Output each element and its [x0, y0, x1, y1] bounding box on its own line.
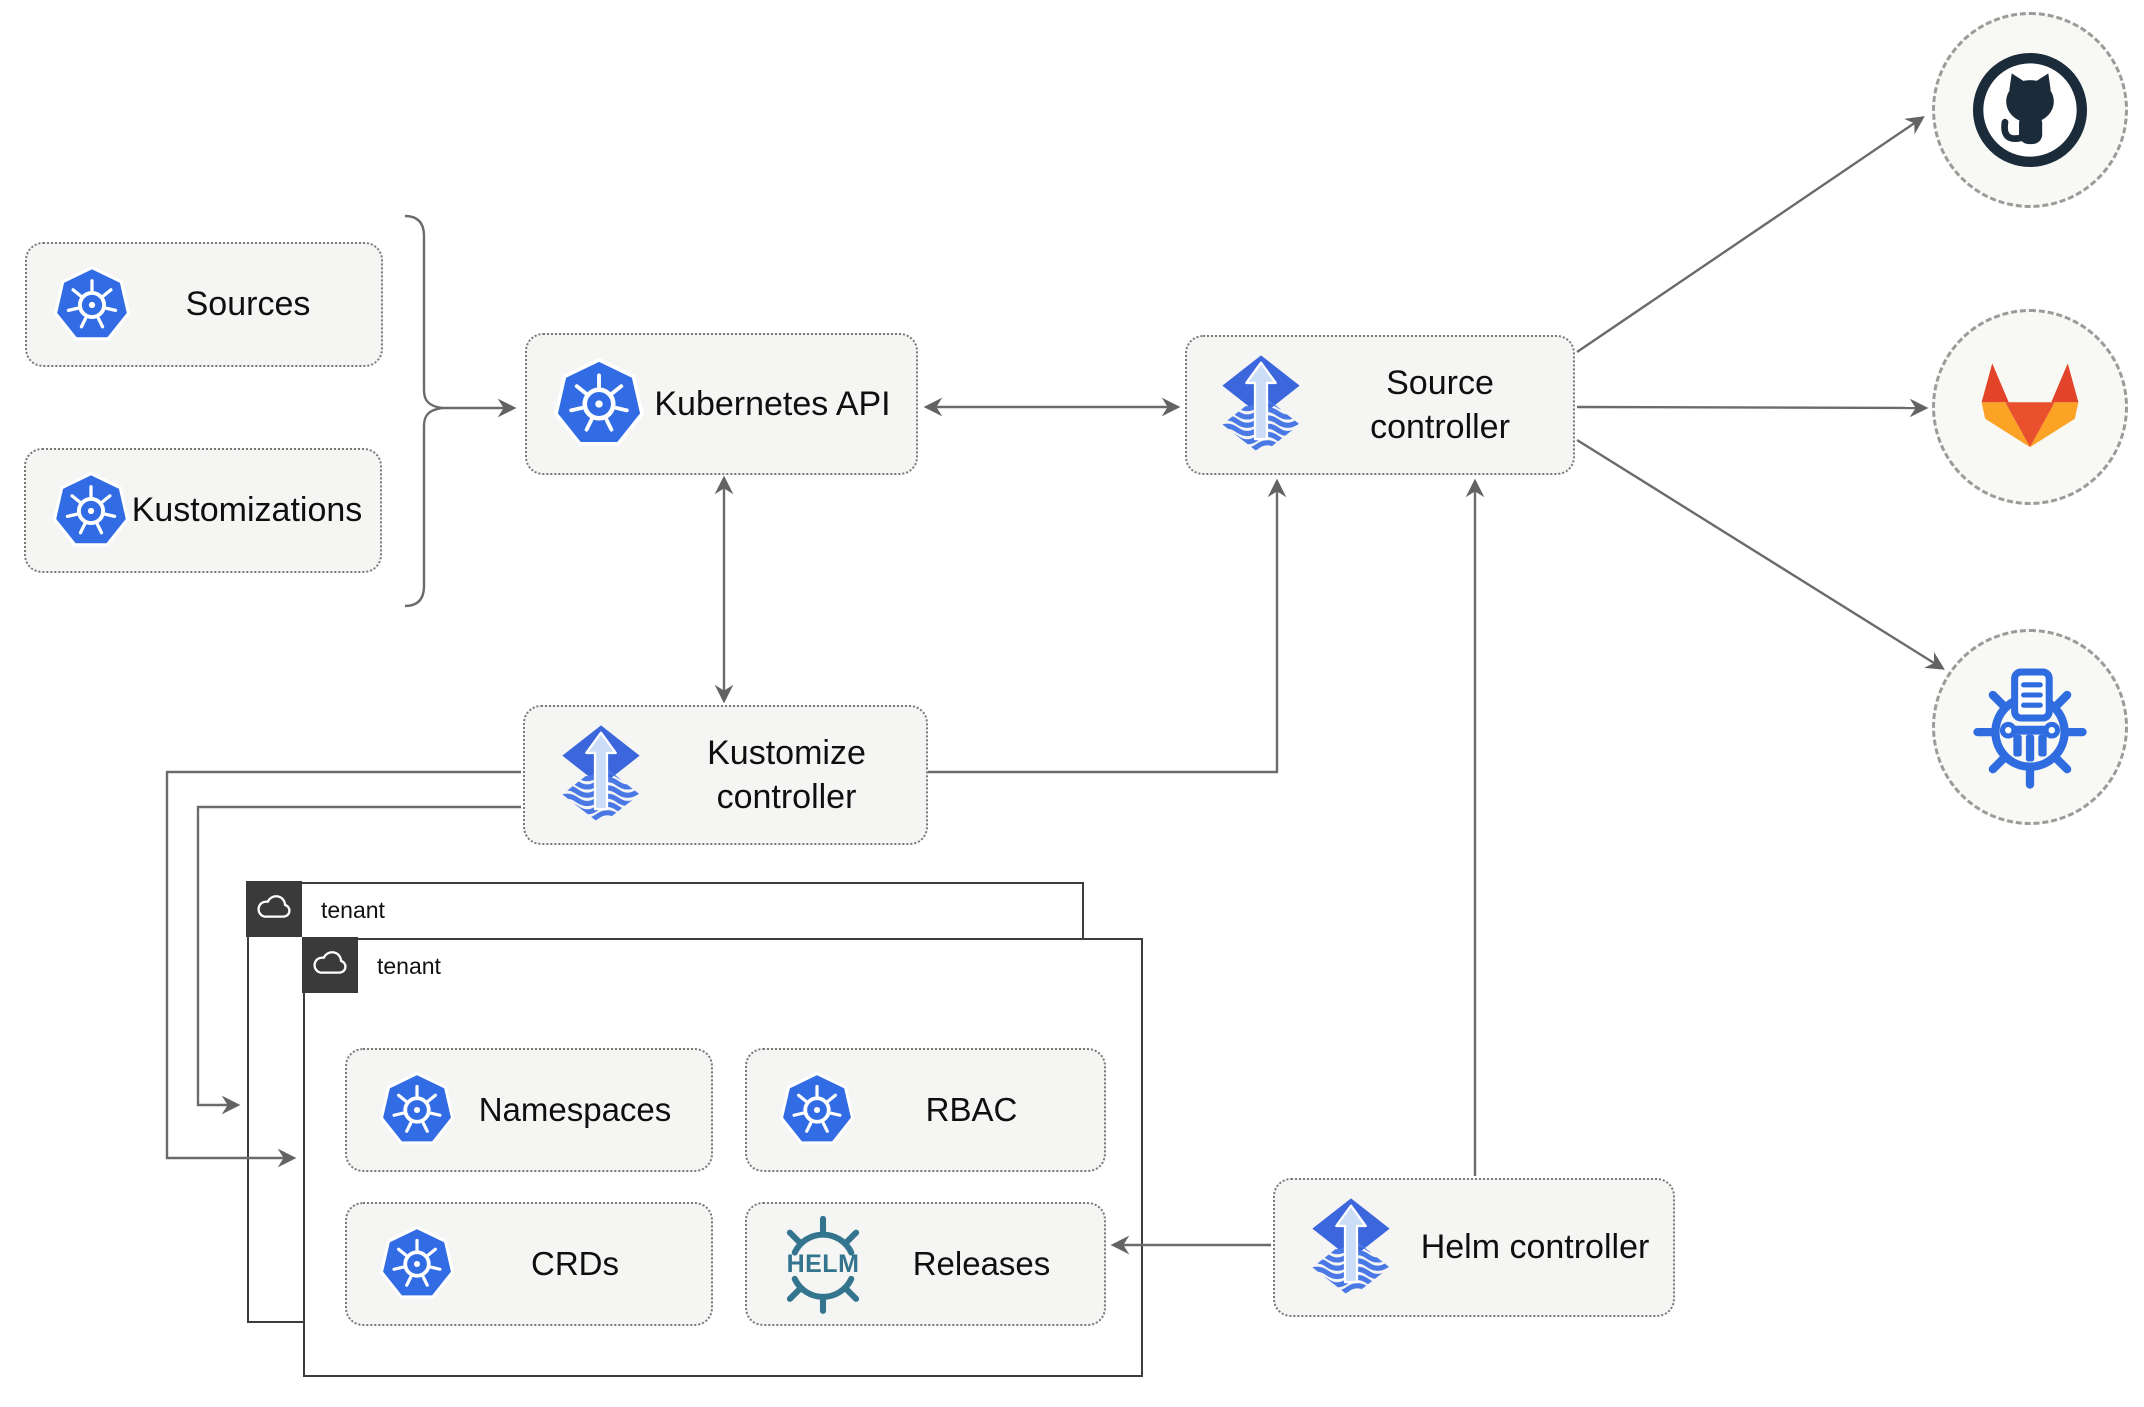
crds-node: CRDs: [345, 1202, 713, 1326]
helm-controller-node: Helm controller: [1273, 1178, 1675, 1317]
rbac-node: RBAC: [745, 1048, 1106, 1172]
kubernetes-icon: [553, 358, 645, 450]
arrow-kustomize-to-source: [928, 478, 1287, 774]
kubernetes-icon: [779, 1072, 855, 1148]
releases-label: Releases: [912, 1244, 1051, 1282]
cloud-icon: [255, 890, 293, 928]
sources-label: Sources: [185, 285, 311, 324]
helm-icon: HELM: [771, 1212, 875, 1316]
namespaces-node: Namespaces: [345, 1048, 713, 1172]
arrow-source-to-registry: [1576, 438, 1945, 670]
arrow-source-to-gitlab: [1576, 398, 1929, 418]
namespaces-label: Namespaces: [478, 1090, 672, 1128]
tenant-back-chip: [246, 881, 302, 937]
kustomize-controller-label: Kustomize controller: [707, 733, 866, 816]
gitlab-tanuki-icon: [1971, 348, 2089, 466]
arrow-source-to-github: [1576, 116, 1925, 353]
cloud-icon: [311, 946, 349, 984]
gitlab-circle: [1932, 309, 2128, 505]
kustomizations-node: Kustomizations: [24, 448, 382, 573]
tenant-front-chip: [302, 937, 358, 993]
crds-label: CRDs: [531, 1244, 619, 1282]
kubernetes-icon: [52, 472, 130, 550]
releases-node: HELM Releases: [745, 1202, 1106, 1326]
flux-icon: [1305, 1193, 1397, 1303]
source-controller-label: Source controller: [1370, 363, 1510, 446]
source-controller-node: Source controller: [1185, 335, 1575, 475]
helm-controller-label: Helm controller: [1420, 1228, 1650, 1267]
kubernetes-icon: [379, 1072, 455, 1148]
sources-node: Sources: [25, 242, 383, 367]
kubernetes-api-label: Kubernetes API: [654, 384, 891, 423]
tenant-front-label: tenant: [377, 953, 441, 979]
group-brace: [404, 214, 443, 608]
flux-icon: [555, 720, 647, 830]
kubernetes-api-node: Kubernetes API: [525, 333, 918, 475]
helm-wordmark: HELM: [786, 1249, 860, 1278]
flux-icon: [1215, 350, 1307, 460]
registry-wheel-icon: [1966, 663, 2094, 791]
kustomizations-label: Kustomizations: [131, 491, 363, 530]
tenant-back-label: tenant: [321, 897, 385, 923]
kustomize-controller-node: Kustomize controller: [523, 705, 928, 845]
registry-circle: [1932, 629, 2128, 825]
github-circle: [1932, 12, 2128, 208]
kubernetes-icon: [53, 266, 131, 344]
rbac-label: RBAC: [925, 1090, 1018, 1128]
github-octocat-icon: [1969, 49, 2091, 171]
kubernetes-icon: [379, 1226, 455, 1302]
